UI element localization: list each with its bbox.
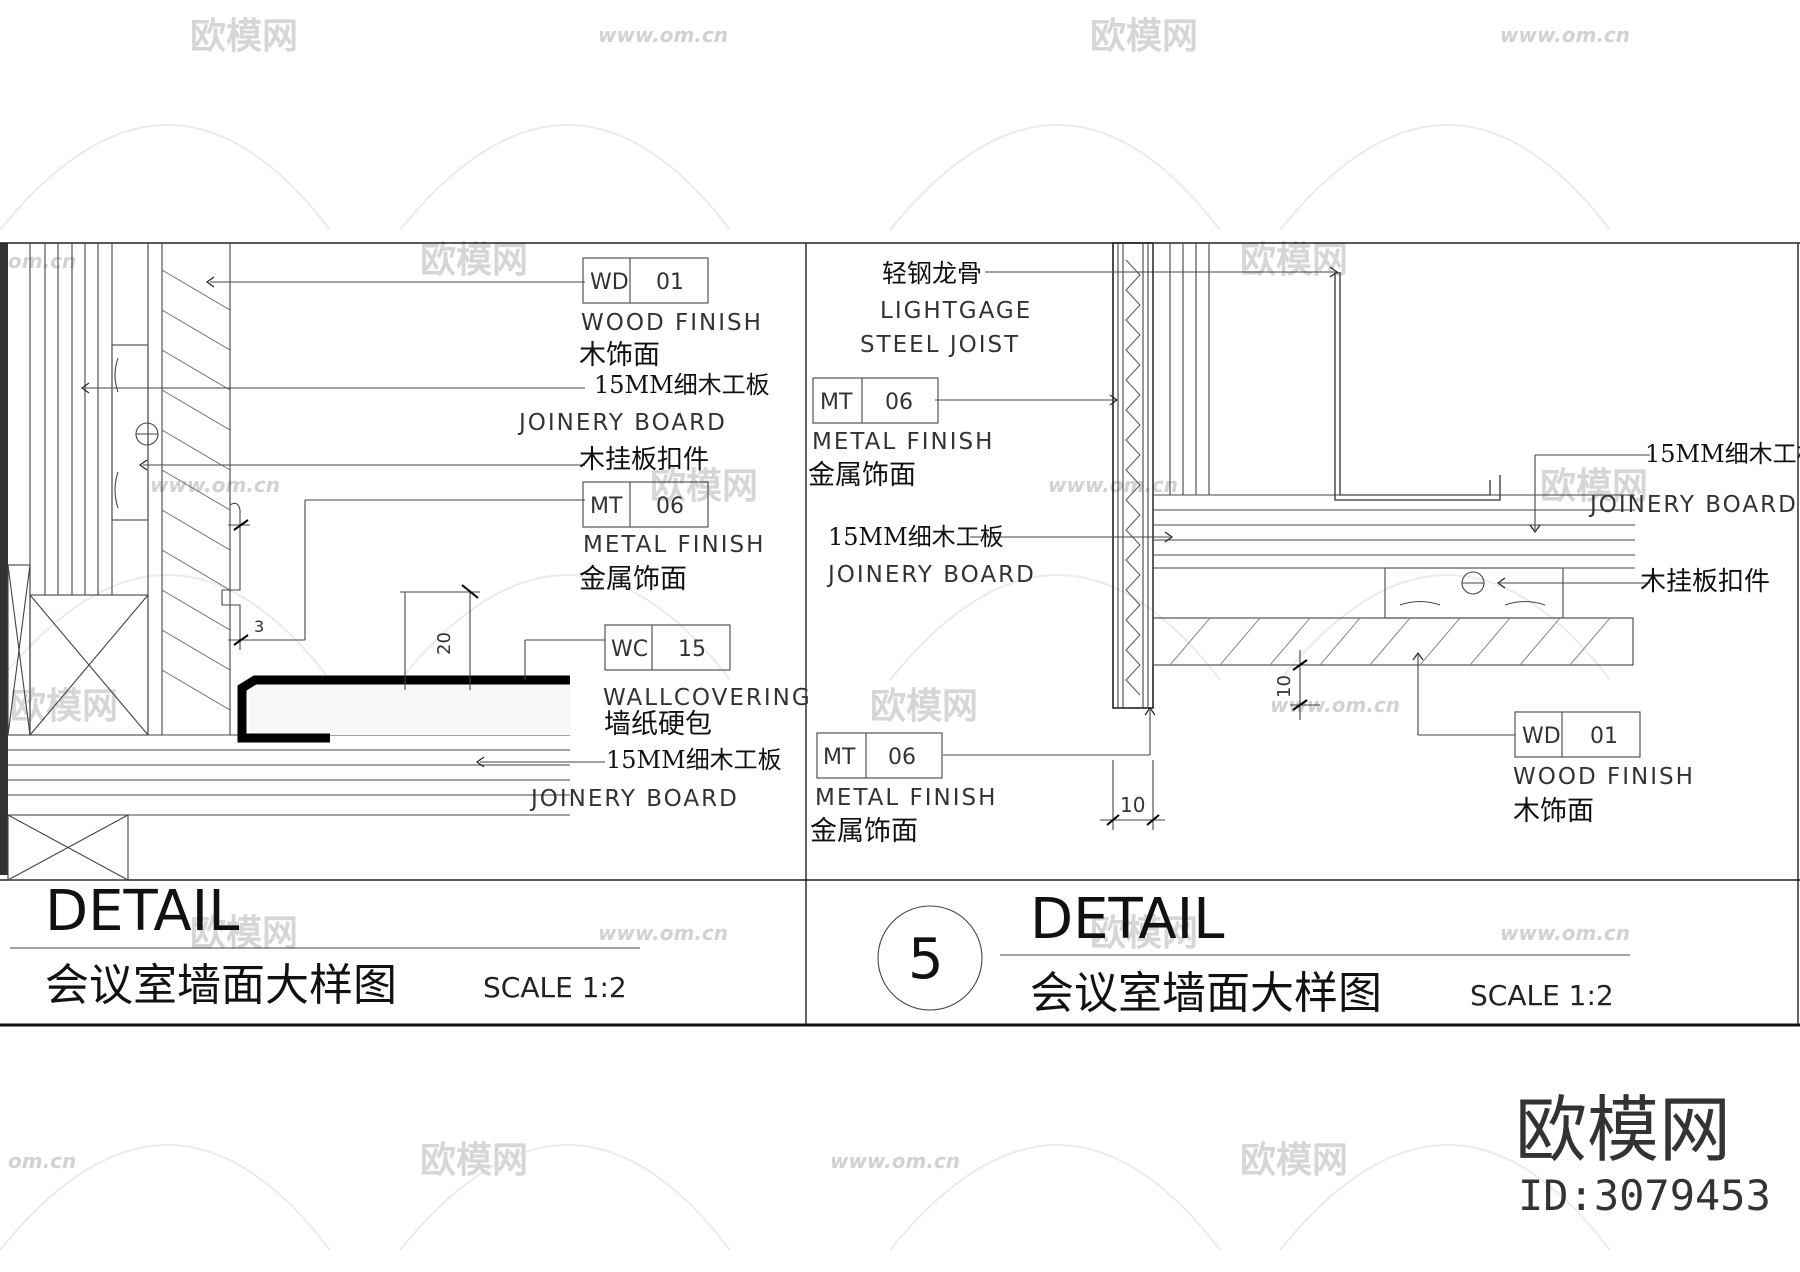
detail-title-cn: 会议室墙面大样图 [1030,968,1382,1019]
tag-num: 01 [656,270,684,295]
tag-cn: 木饰面 [1513,796,1594,827]
label-joinery-mid-en: JOINERY BOARD [826,562,1036,588]
tag-mt-06-upper: MT 06 METAL FINISH 金属饰面 [808,377,994,491]
tag-code: WC [611,637,648,662]
brand-stamp: 欧模网 ID:3079453 [1515,1088,1771,1220]
tag-wd-01-right: WD 01 WOOD FINISH 木饰面 [1513,711,1695,827]
tag-num: 15 [678,637,706,662]
left-detail-labels: WD 01 WOOD FINISH 木饰面 15MM细木工板 JOINERY B… [517,257,812,812]
detail-title-en: DETAIL [1030,887,1224,952]
watermark-url: www.om.cn [598,23,728,47]
right-title-block: 5 DETAIL 会议室墙面大样图 SCALE 1:2 [877,887,1630,1019]
tag-code: MT [590,494,623,519]
label-clip-cn: 木挂板扣件 [1640,567,1770,597]
label-joinery-right-cn: 15MM细木工板 [1645,440,1800,468]
tag-num: 06 [656,494,684,519]
label-joinery-bottom-cn: 15MM细木工板 [606,746,782,774]
watermark-url: www.om.cn [150,473,280,497]
watermark-url: www.om.cn [1500,921,1630,945]
tag-wd-01: WD 01 WOOD FINISH 木饰面 [579,257,763,371]
dim-10-vertical: 10 [1274,675,1295,698]
tag-num: 06 [885,390,913,415]
tag-mt-06: MT 06 METAL FINISH 金属饰面 [579,481,765,595]
tag-num: 06 [888,745,916,770]
tag-cn: 金属饰面 [808,460,916,491]
label-steel-en2: STEEL JOIST [860,332,1020,358]
tag-cn: 金属饰面 [579,564,687,595]
watermark-url: www.om.cn [598,921,728,945]
label-joinery-top-cn: 15MM细木工板 [594,371,770,399]
watermark-brand: 欧模网 [1090,913,1198,954]
dim-20: 20 [434,632,455,655]
watermark-brand: 欧模网 [420,1140,528,1181]
detail-scale: SCALE 1:2 [483,971,627,1004]
tag-wc-15: WC 15 WALLCOVERING 墙纸硬包 [603,624,812,740]
tag-code: MT [820,390,853,415]
label-joinery-right-en: JOINERY BOARD [1588,492,1798,518]
label-steel-en1: LIGHTGAGE [880,298,1032,324]
tag-cn: 木饰面 [579,340,660,371]
tag-code: WD [1522,724,1561,749]
label-clip-cn: 木挂板扣件 [579,445,709,475]
watermark-brand: 欧模网 [1240,240,1348,281]
watermark-brand: 欧模网 [190,913,298,954]
dim-3: 3 [254,617,264,636]
tag-en: WOOD FINISH [1513,764,1695,790]
tag-mt-06-lower: MT 06 METAL FINISH 金属饰面 [810,732,997,847]
label-joinery-bottom-en: JOINERY BOARD [529,786,739,812]
tag-cn: 墙纸硬包 [604,709,712,740]
left-detail-drawing: 20 3 [7,243,605,881]
watermark-brand: 欧模网 [1090,16,1198,57]
left-title-block: DETAIL 会议室墙面大样图 SCALE 1:2 [10,879,640,1011]
watermarks: 欧模网 欧模网 www.om.cn www.om.cn 欧模网 欧模网 om.c… [8,16,1648,1181]
watermark-url: www.om.cn [1500,23,1630,47]
watermark-brand: 欧模网 [190,16,298,57]
watermark-brand: 欧模网 [1540,466,1648,507]
label-joinery-top-en: JOINERY BOARD [517,410,727,436]
tag-code: WD [590,270,629,295]
watermark-arcs [0,124,1611,1251]
sheet-frame [0,242,1800,1027]
watermark-brand: 欧模网 [420,240,528,281]
watermark-brand: 欧模网 [650,466,758,507]
tag-code: MT [823,745,856,770]
watermark-url: om.cn [8,249,76,273]
dim-10-horizontal: 10 [1120,793,1145,817]
label-joinery-mid-cn: 15MM细木工板 [828,523,1004,551]
tag-en: METAL FINISH [583,532,765,558]
tag-en: WALLCOVERING [603,685,812,711]
right-detail-drawing: 10 10 [935,242,1650,830]
watermark-brand: 欧模网 [1240,1140,1348,1181]
detail-scale: SCALE 1:2 [1470,979,1614,1012]
watermark-url: www.om.cn [830,1149,960,1173]
watermark-url: om.cn [8,1149,76,1173]
right-detail-labels: 轻钢龙骨 LIGHTGAGE STEEL JOIST MT 06 METAL F… [808,259,1800,847]
tag-en: METAL FINISH [815,785,997,811]
watermark-brand: 欧模网 [870,686,978,727]
stamp-brand: 欧模网 [1515,1088,1731,1172]
detail-number-circle [877,905,983,1011]
stamp-id: ID:3079453 [1518,1171,1771,1220]
tag-cn: 金属饰面 [810,816,918,847]
tag-en: WOOD FINISH [581,310,763,336]
tag-en: METAL FINISH [812,429,994,455]
detail-title-en: DETAIL [45,879,239,944]
detail-title-cn: 会议室墙面大样图 [45,960,397,1011]
tag-num: 01 [1590,724,1618,749]
detail-number: 5 [908,927,944,992]
label-steel-cn: 轻钢龙骨 [882,259,982,288]
